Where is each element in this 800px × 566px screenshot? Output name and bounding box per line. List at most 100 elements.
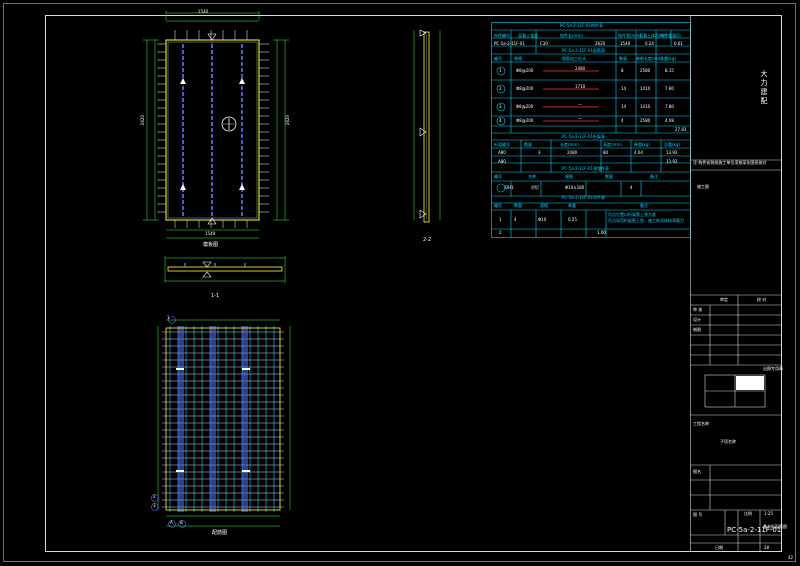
embed-header-4: 数量 [605, 174, 613, 179]
truss-row-1-c1: A80 [498, 150, 506, 155]
rebar-row-2-spec: Φ8@200 [516, 86, 534, 91]
embed-header-1: 编号 [494, 174, 502, 179]
truss-row-2-c1: A80 [498, 159, 506, 164]
rebar-row-3-spec: Φ8@200 [516, 104, 534, 109]
approval-row-label: 审 核 [693, 307, 703, 312]
rebar-row-3-wt: 7.80 [665, 104, 674, 109]
rebar-header-1: 编号 [494, 56, 502, 61]
plan-view-title: 模板图 [203, 242, 219, 248]
axis-bubble-1: 1 [167, 315, 170, 320]
truss-header-3: 长度(mm) [560, 142, 579, 147]
rebar-header-6: 总重(kg) [660, 56, 676, 61]
component-cell-4: 1540 [620, 41, 631, 46]
drawing-border-inner [45, 15, 782, 552]
rebar-row-3-shape: — [578, 102, 582, 107]
tables-block[interactable] [491, 22, 691, 238]
page-number: 42 [788, 555, 794, 560]
rebar-total: 27.83 [675, 127, 687, 132]
sheet-label: 图 号 [693, 512, 703, 517]
rebar-row-4-shape: — [578, 116, 582, 121]
section-1-1[interactable] [160, 253, 290, 293]
truss-row-1-c6: 13.92 [666, 150, 678, 155]
lift-header-1: 编号 [494, 203, 502, 208]
component-cell-3: 2620 [595, 41, 606, 46]
plan-view[interactable] [135, 8, 295, 248]
rebar-row-4-len: 2580 [640, 118, 651, 123]
rebar-row-3-len: 1410 [640, 104, 651, 109]
truss-row-2-c6: 13.92 [666, 159, 678, 164]
rebar-row-2-wt: 7.80 [665, 86, 674, 91]
rebar-row-2-id: 2 [499, 86, 502, 91]
sheet-total: 28 [764, 545, 770, 550]
dim-bottom-width: 1540 [205, 231, 216, 236]
dim-total-length-right: 2620 [285, 114, 291, 126]
embed-header-5: 备注 [650, 174, 658, 179]
lift-row-1-c3: Φ10 [538, 217, 547, 222]
title-block [690, 15, 782, 552]
rebar-row-1-len: 2580 [640, 68, 651, 73]
rebar-header-2: 规格 [514, 56, 522, 61]
embed-header-3: 规格 [565, 174, 573, 179]
rebar-row-1-spec: Φ8@200 [516, 68, 534, 73]
rebar-row-2-qty: 14 [621, 86, 627, 91]
lift-row-1-note: 吊点位置以桁架筋上弦为准 [608, 212, 656, 217]
rebar-row-1-id: 1 [499, 68, 502, 73]
lift-table-title: PC-5a-2-11F-01吊件表 [562, 195, 605, 200]
drawing-border-outer [3, 3, 796, 562]
lift-header-4: 单重 [568, 203, 576, 208]
truss-header-1: 桁架编号 [494, 142, 510, 147]
rebar-row-2-len: 1410 [640, 86, 651, 91]
lift-note: 吊点采用桁架筋上弦，施工前须校核承载力 [608, 218, 684, 223]
note-small: 注:构件安装前施工单位须按深化图纸核对 [693, 160, 767, 165]
rebar-row-3-qty: 14 [621, 104, 627, 109]
lift-row-1-c2: 4 [514, 217, 517, 222]
dim-total-width: 1540 [198, 9, 209, 14]
component-table-title: PC-5a-2-11F-01构件表 [560, 23, 603, 28]
axis-bubble-3: 3 [153, 503, 156, 508]
draw-label: 制图 [693, 327, 701, 332]
drawing-name-label: 图名 [693, 469, 701, 474]
axis-bubble-2: 2 [153, 494, 156, 499]
truss-header-4: 高度(mm) [603, 142, 622, 147]
component-header-1: 构件编号 [494, 33, 510, 38]
truss-row-1-c4: 80 [603, 150, 609, 155]
lift-header-5: 备注 [640, 203, 648, 208]
truss-table-title: PC-5a-2-11F-01桁架表 [562, 134, 605, 139]
design-label: 设计 [693, 317, 701, 322]
rebar-row-3-id: 3 [499, 104, 502, 109]
component-cell-5: 0.24 [645, 41, 654, 46]
component-header-2: 混凝土强度 [518, 33, 538, 38]
axis-bubble-A: A [170, 520, 173, 525]
lift-row-2-c5: 1.00 [597, 230, 606, 235]
embed-table-title: PC-5a-2-11F-01预埋件表 [562, 166, 609, 171]
component-cell-6: 0.61 [674, 41, 683, 46]
component-header-6: 构件重量(t) [660, 33, 681, 38]
embed-cell-4: 4 [630, 185, 633, 190]
truss-header-6: 总重(kg) [664, 142, 680, 147]
rebar-row-1-wt: 8.15 [665, 68, 674, 73]
rebar-row-4-wt: 4.08 [665, 118, 674, 123]
scale-label: 比例 [744, 511, 752, 516]
rebar-header-5: 单根长度(mm) [636, 56, 663, 61]
design-stage: 施工图 [697, 184, 709, 189]
company-name: 大力建配 [760, 70, 768, 106]
embed-cell-3: Φ10×180 [565, 185, 585, 190]
component-header-5: 混凝土体积(m³) [639, 33, 668, 38]
rebar-view[interactable] [150, 312, 300, 537]
approval-label: 审定 [720, 297, 728, 302]
section-2-2[interactable] [410, 20, 445, 235]
lift-row-1-c4: 0.25 [568, 217, 577, 222]
stamp-label: 出图专用章 [763, 366, 783, 371]
lift-header-2: 数量 [514, 203, 522, 208]
drawing-number: PC-5a-2-11F-01 [727, 526, 782, 534]
rebar-row-4-spec: Φ8@200 [516, 118, 534, 123]
dim-total-length: 2620 [140, 114, 146, 126]
rebar-row-4-qty: 4 [621, 118, 624, 123]
axis-bubble-B: B [180, 520, 183, 525]
section-1-1-title: 1-1 [211, 293, 220, 299]
component-cell-2: C30 [540, 41, 548, 46]
rebar-view-title: 配筋图 [212, 530, 228, 536]
scale-value: 1:25 [764, 511, 773, 516]
check-label: 校 对 [757, 297, 767, 302]
lift-row-2-c1: 2 [499, 230, 502, 235]
